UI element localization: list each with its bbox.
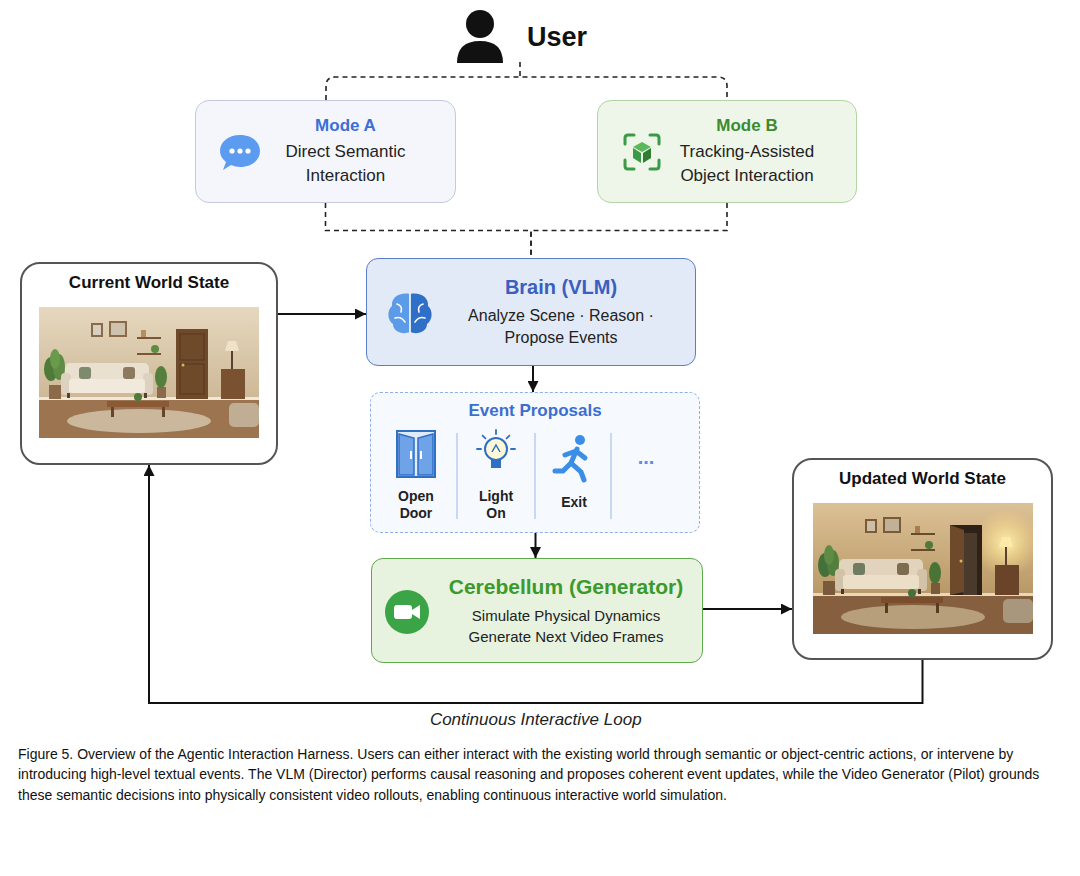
generator-box: Cerebellum (Generator) Simulate Physical … (371, 558, 703, 663)
brain-icon (385, 290, 435, 336)
figure-caption: Figure 5. Overview of the Agentic Intera… (18, 744, 1062, 805)
dashed-connector (531, 203, 727, 258)
room-illustration (39, 307, 259, 438)
box-body: Simulate Physical Dynamics Generate Next… (459, 605, 674, 647)
event-label: Light On (469, 488, 523, 522)
flow-arrow (278, 313, 366, 315)
dividers (457, 433, 611, 519)
room-illustration (813, 503, 1033, 634)
mode-box: Mode A Direct Semantic Interaction (195, 100, 456, 203)
generator-icon (384, 589, 430, 635)
tracking-icon (622, 132, 662, 172)
box-title: Brain (VLM) (505, 275, 617, 299)
more-events-mark: ... (619, 445, 673, 469)
mode-box: Mode B Tracking-Assisted Object Interacti… (597, 100, 857, 203)
flow-arrow (535, 533, 537, 558)
world-state-panel: Current World State (20, 262, 278, 465)
world-state-panel: Updated World State (792, 458, 1053, 660)
dashed-connector (326, 203, 532, 258)
actor-label: User (527, 21, 587, 53)
runner-icon (555, 435, 585, 480)
flow-arrow (532, 366, 534, 392)
box-title: Event Proposals (468, 401, 601, 421)
flow-arrow (703, 608, 792, 610)
vlm-box: Brain (VLM) Analyze Scene · Reason · Prop… (366, 258, 696, 366)
box-title: Cerebellum (Generator) (449, 574, 684, 599)
chat-icon (218, 132, 262, 172)
box-title: Updated World State (839, 469, 1006, 489)
edge-label: Continuous Interactive Loop (426, 710, 646, 730)
event-proposals-group: Event Proposals Open Door Light On Exit... (370, 392, 700, 533)
event-label: Open Door (389, 488, 443, 522)
event-label: Exit (547, 494, 601, 511)
user-bracket (326, 62, 727, 100)
box-title: Current World State (69, 273, 229, 293)
box-title: Mode B (716, 116, 777, 136)
user-icon (457, 10, 503, 63)
box-title: Mode A (315, 116, 376, 136)
box-body: Tracking-Assisted Object Interaction (660, 140, 834, 188)
door-icon (397, 431, 435, 477)
box-body: Direct Semantic Interaction (258, 140, 433, 188)
bulb-icon (477, 430, 515, 468)
box-body: Analyze Scene · Reason · Propose Events (447, 305, 675, 348)
